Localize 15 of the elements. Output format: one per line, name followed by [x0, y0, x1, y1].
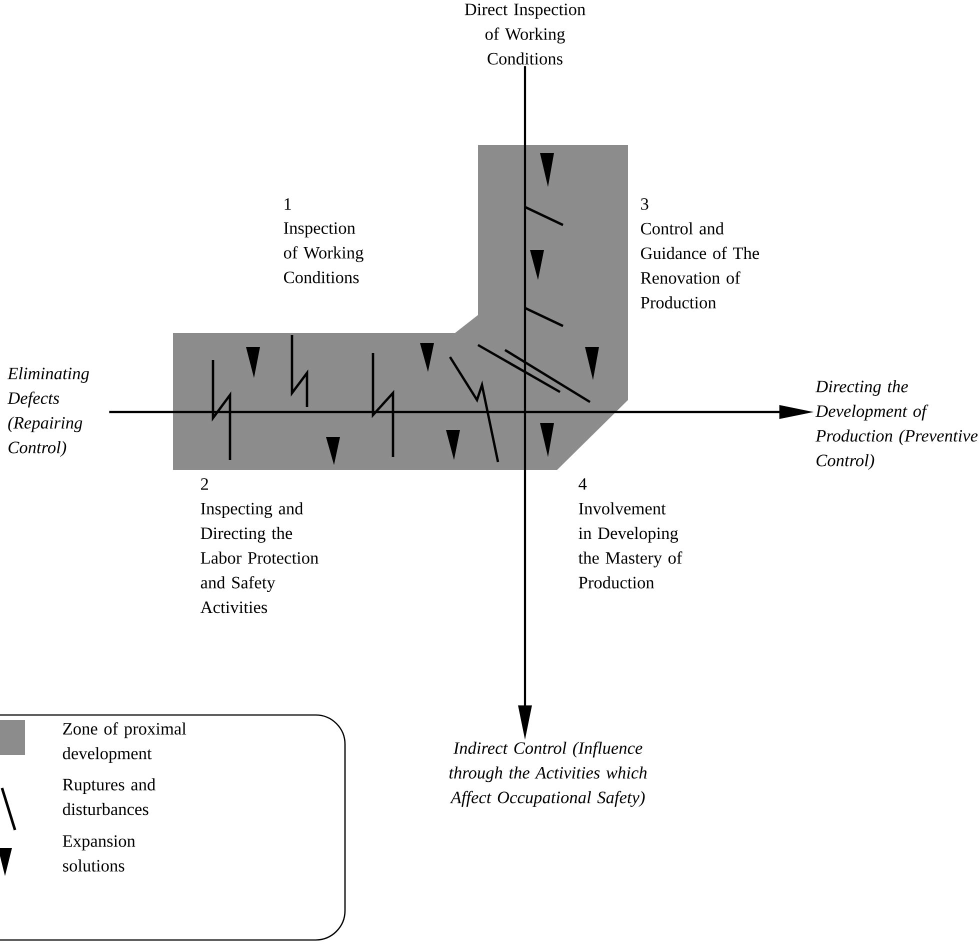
quadrant-number: 2: [201, 478, 208, 490]
quadrant-number: 4: [578, 478, 587, 490]
quadrant-text: Control and Guidance of The Renovation of Production: [640, 222, 760, 308]
axis-label: Direct Inspection of Working Conditions: [464, 4, 586, 65]
quadrant-text: Inspection of Working Conditions: [284, 222, 364, 284]
axis-label: Directing the Development of Production (Preventive Control): [815, 380, 978, 470]
legend-text: Zone of proximal development: [62, 722, 186, 763]
axis-label: Indirect Control (Influence through the Activities which Affect Occupational Safety): [449, 742, 647, 807]
quadrant-number: 3: [641, 198, 648, 210]
legend-text: Expansion solutions: [62, 835, 136, 872]
quadrant-text: Involvement in Developing the Mastery of Production: [578, 502, 682, 588]
quadrant-number: 1: [284, 198, 291, 210]
quadrant-text: Inspecting and Directing the Labor Protection and Safety Activities: [200, 502, 318, 614]
legend-text: Ruptures and disturbances: [62, 778, 156, 816]
axis-label: Eliminating Defects (Repairing Control): [7, 367, 89, 457]
